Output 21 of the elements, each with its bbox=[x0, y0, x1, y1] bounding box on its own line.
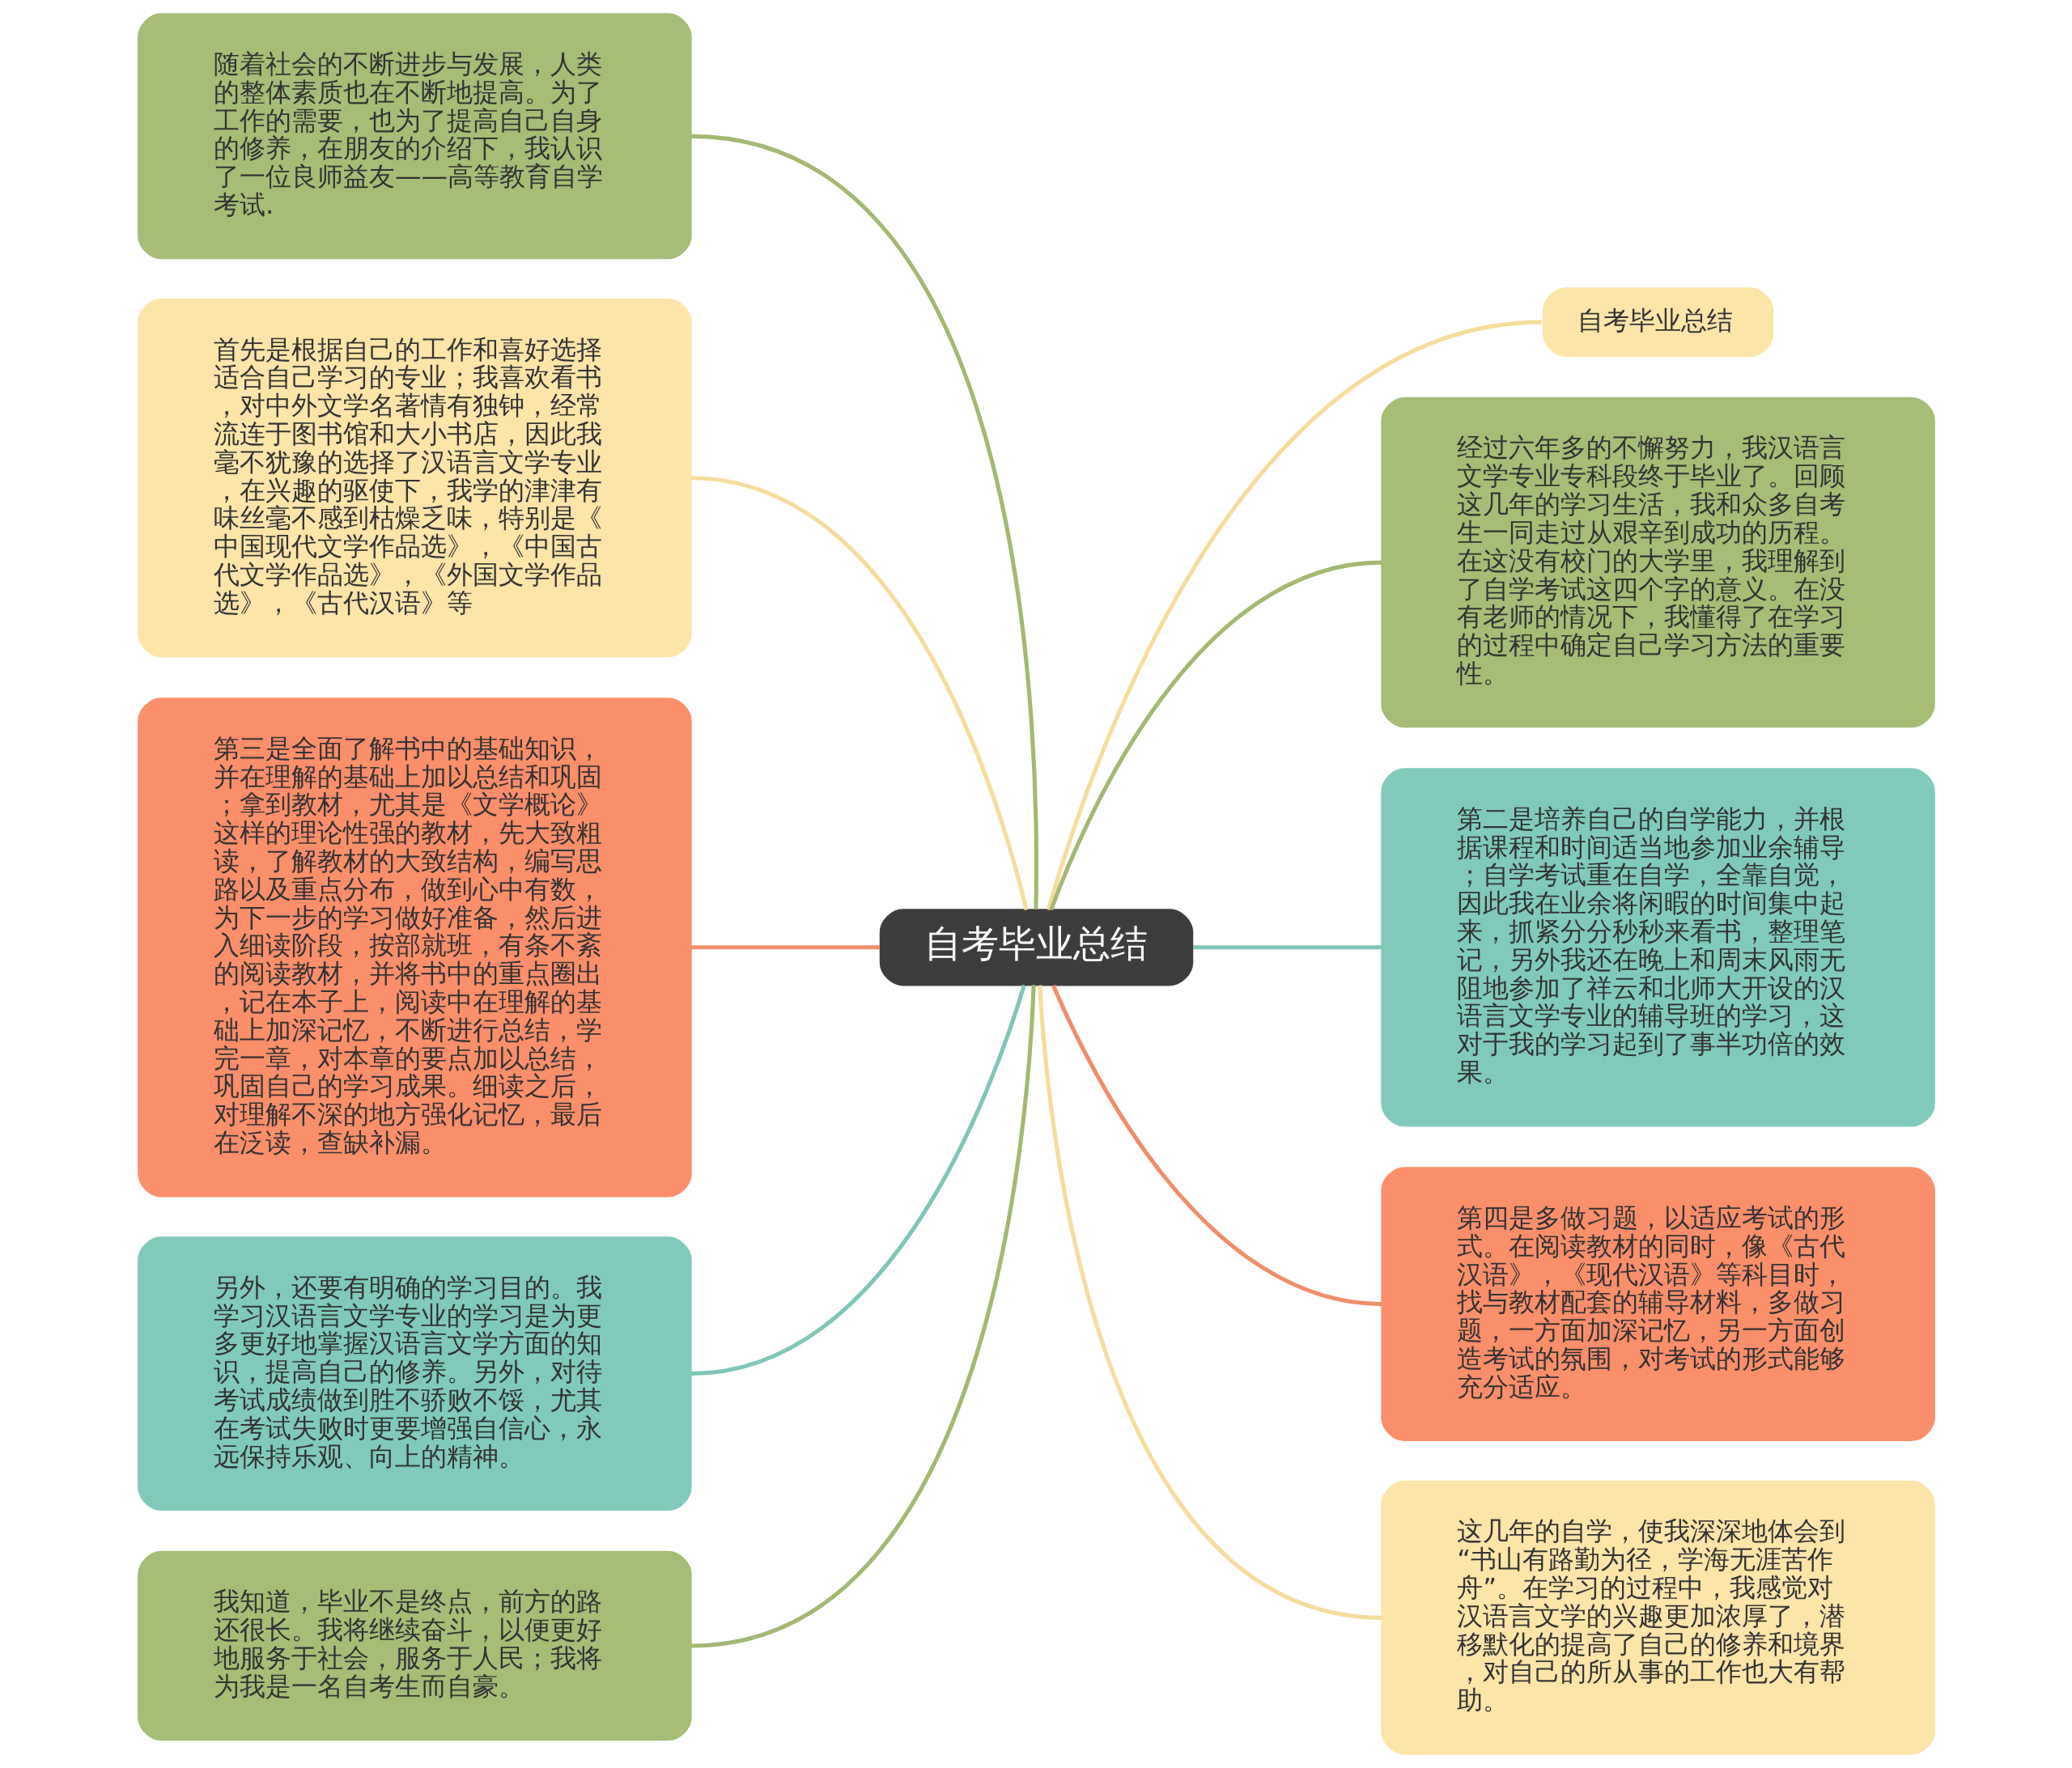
node-box: 自考毕业总结 bbox=[879, 909, 1193, 986]
node-box: 首先是根据自己的工作和喜好选择适合自己学习的专业；我喜欢看书，对中外文学名著情有独钟，经常流连于图书馆和大小书店，因此我毫不犹豫的选择了汉语言文学专业，在兴趣的驱使下，我学的津津有味丝毫不感到枯燥乏味，特别是《中国现代文学作品选》，《中国古代文学作品选》，《外国文学作品选》，《古代汉语》等 bbox=[137, 299, 692, 658]
node-box: 另外，还要有明确的学习目的。我学习汉语言文学专业的学习是为更多更好地掌握汉语言文学方面的知识，提高自己的修养。另外，对待考试成绩做到胜不骄败不馁，尤其在考试失败时更要增强自信心，永远保持乐观、向上的精神。 bbox=[137, 1236, 692, 1511]
node-box: 自考毕业总结 bbox=[1542, 287, 1773, 357]
node-box: 我知道，毕业不是终点，前方的路还很长。我将继续奋斗，以便更好地服务于社会，服务于人民；我将为我是一名自考生而自豪。 bbox=[137, 1550, 692, 1741]
node-box: 第四是多做习题，以适应考试的形式。在阅读教材的同时，像《古代汉语》，《现代汉语》等科目时，找与教材配套的辅导材料，多做习题，一方面加深记忆，另一方面创造考试的氛围，对考试的形式能够充分适应。 bbox=[1380, 1167, 1935, 1442]
node-box: 第二是培养自己的自学能力，并根据课程和时间适当地参加业余辅导；自学考试重在自学，全靠自觉，因此我在业余将闲暇的时间集中起来，抓紧分分秒秒来看书，整理笔记，另外我还在晚上和周末风雨无阻地参加了祥云和北师大开设的汉语言文学专业的辅导班的学习，这对于我的学习起到了事半功倍的效果。 bbox=[1380, 768, 1935, 1127]
connector bbox=[1048, 560, 1382, 911]
connector bbox=[690, 945, 880, 950]
node-box: 随着社会的不断进步与发展，人类的整体素质也在不断地提高。为了工作的需要，也为了提高自己自身的修养，在朋友的介绍下，我认识了一位良师益友——高等教育自学考试. bbox=[137, 13, 692, 260]
connector bbox=[1051, 984, 1382, 1307]
connector bbox=[690, 134, 1038, 909]
connector bbox=[690, 476, 1029, 910]
connector bbox=[690, 985, 1036, 1648]
connector bbox=[1192, 945, 1382, 950]
node-box: 经过六年多的不懈努力，我汉语言文学专业专科段终于毕业了。回顾这几年的学习生活，我和众多自考生一同走过从艰辛到成功的历程。在这没有校门的大学里，我理解到了自学考试这四个字的意义。在没有老师的情况下，我懂得了在学习的过程中确定自己学习方法的重要性。 bbox=[1380, 396, 1935, 728]
node-box: 第三是全面了解书中的基础知识，并在理解的基础上加以总结和巩固；拿到教材，尤其是《文学概论》这样的理论性强的教材，先大致粗读，了解教材的大致结构，编写思路以及重点分布，做到心中有数，为下一步的学习做好准备，然后进入细读阶段，按部就班，有条不紊的阅读教材，并将书中的重点圈出，记在本子上，阅读中在理解的基础上加深记忆，不断进行总结，学完一章，对本章的要点加以总结，巩固自己的学习成果。细读之后，对理解不深的地方强化记忆，最后在泛读，查缺补漏。 bbox=[137, 697, 692, 1198]
connector bbox=[1046, 320, 1542, 910]
connector bbox=[690, 984, 1026, 1376]
node-box: 这几年的自学，使我深深地体会到“书山有路勤为径，学海无涯苦作舟”。在学习的过程中，我感觉对汉语言文学的兴趣更加浓厚了，潜移默化的提高了自己的修养和境界，对自己的所从事的工作也大有帮助。 bbox=[1380, 1480, 1935, 1755]
connector bbox=[1037, 985, 1382, 1620]
